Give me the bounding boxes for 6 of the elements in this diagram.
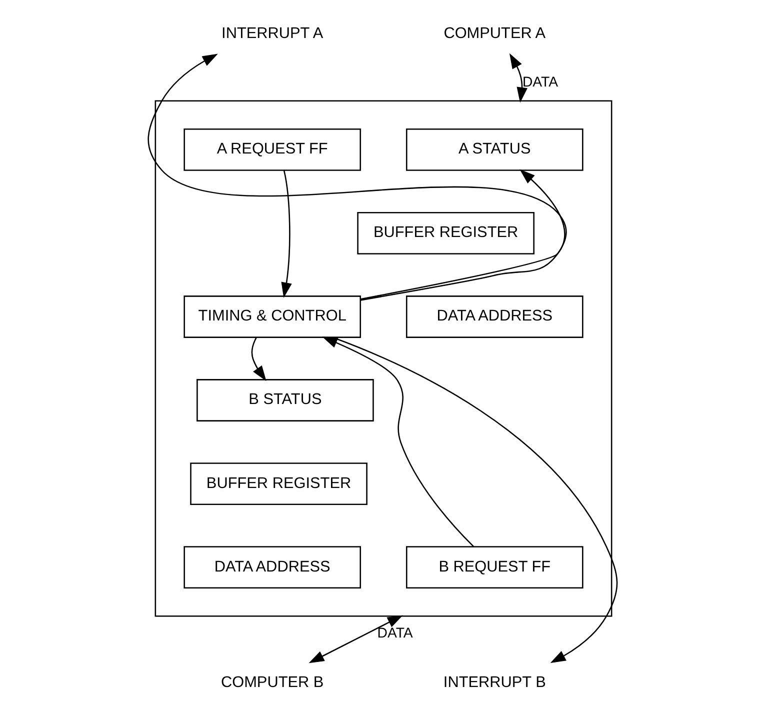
node-text: INTERRUPT B bbox=[443, 674, 546, 691]
edge-label: DATA bbox=[377, 624, 413, 641]
node-text: COMPUTER A bbox=[444, 25, 546, 42]
node-text: COMPUTER B bbox=[220, 674, 324, 691]
node-text: INTERRUPT A bbox=[222, 25, 324, 42]
edge-label: DATA bbox=[522, 73, 558, 90]
